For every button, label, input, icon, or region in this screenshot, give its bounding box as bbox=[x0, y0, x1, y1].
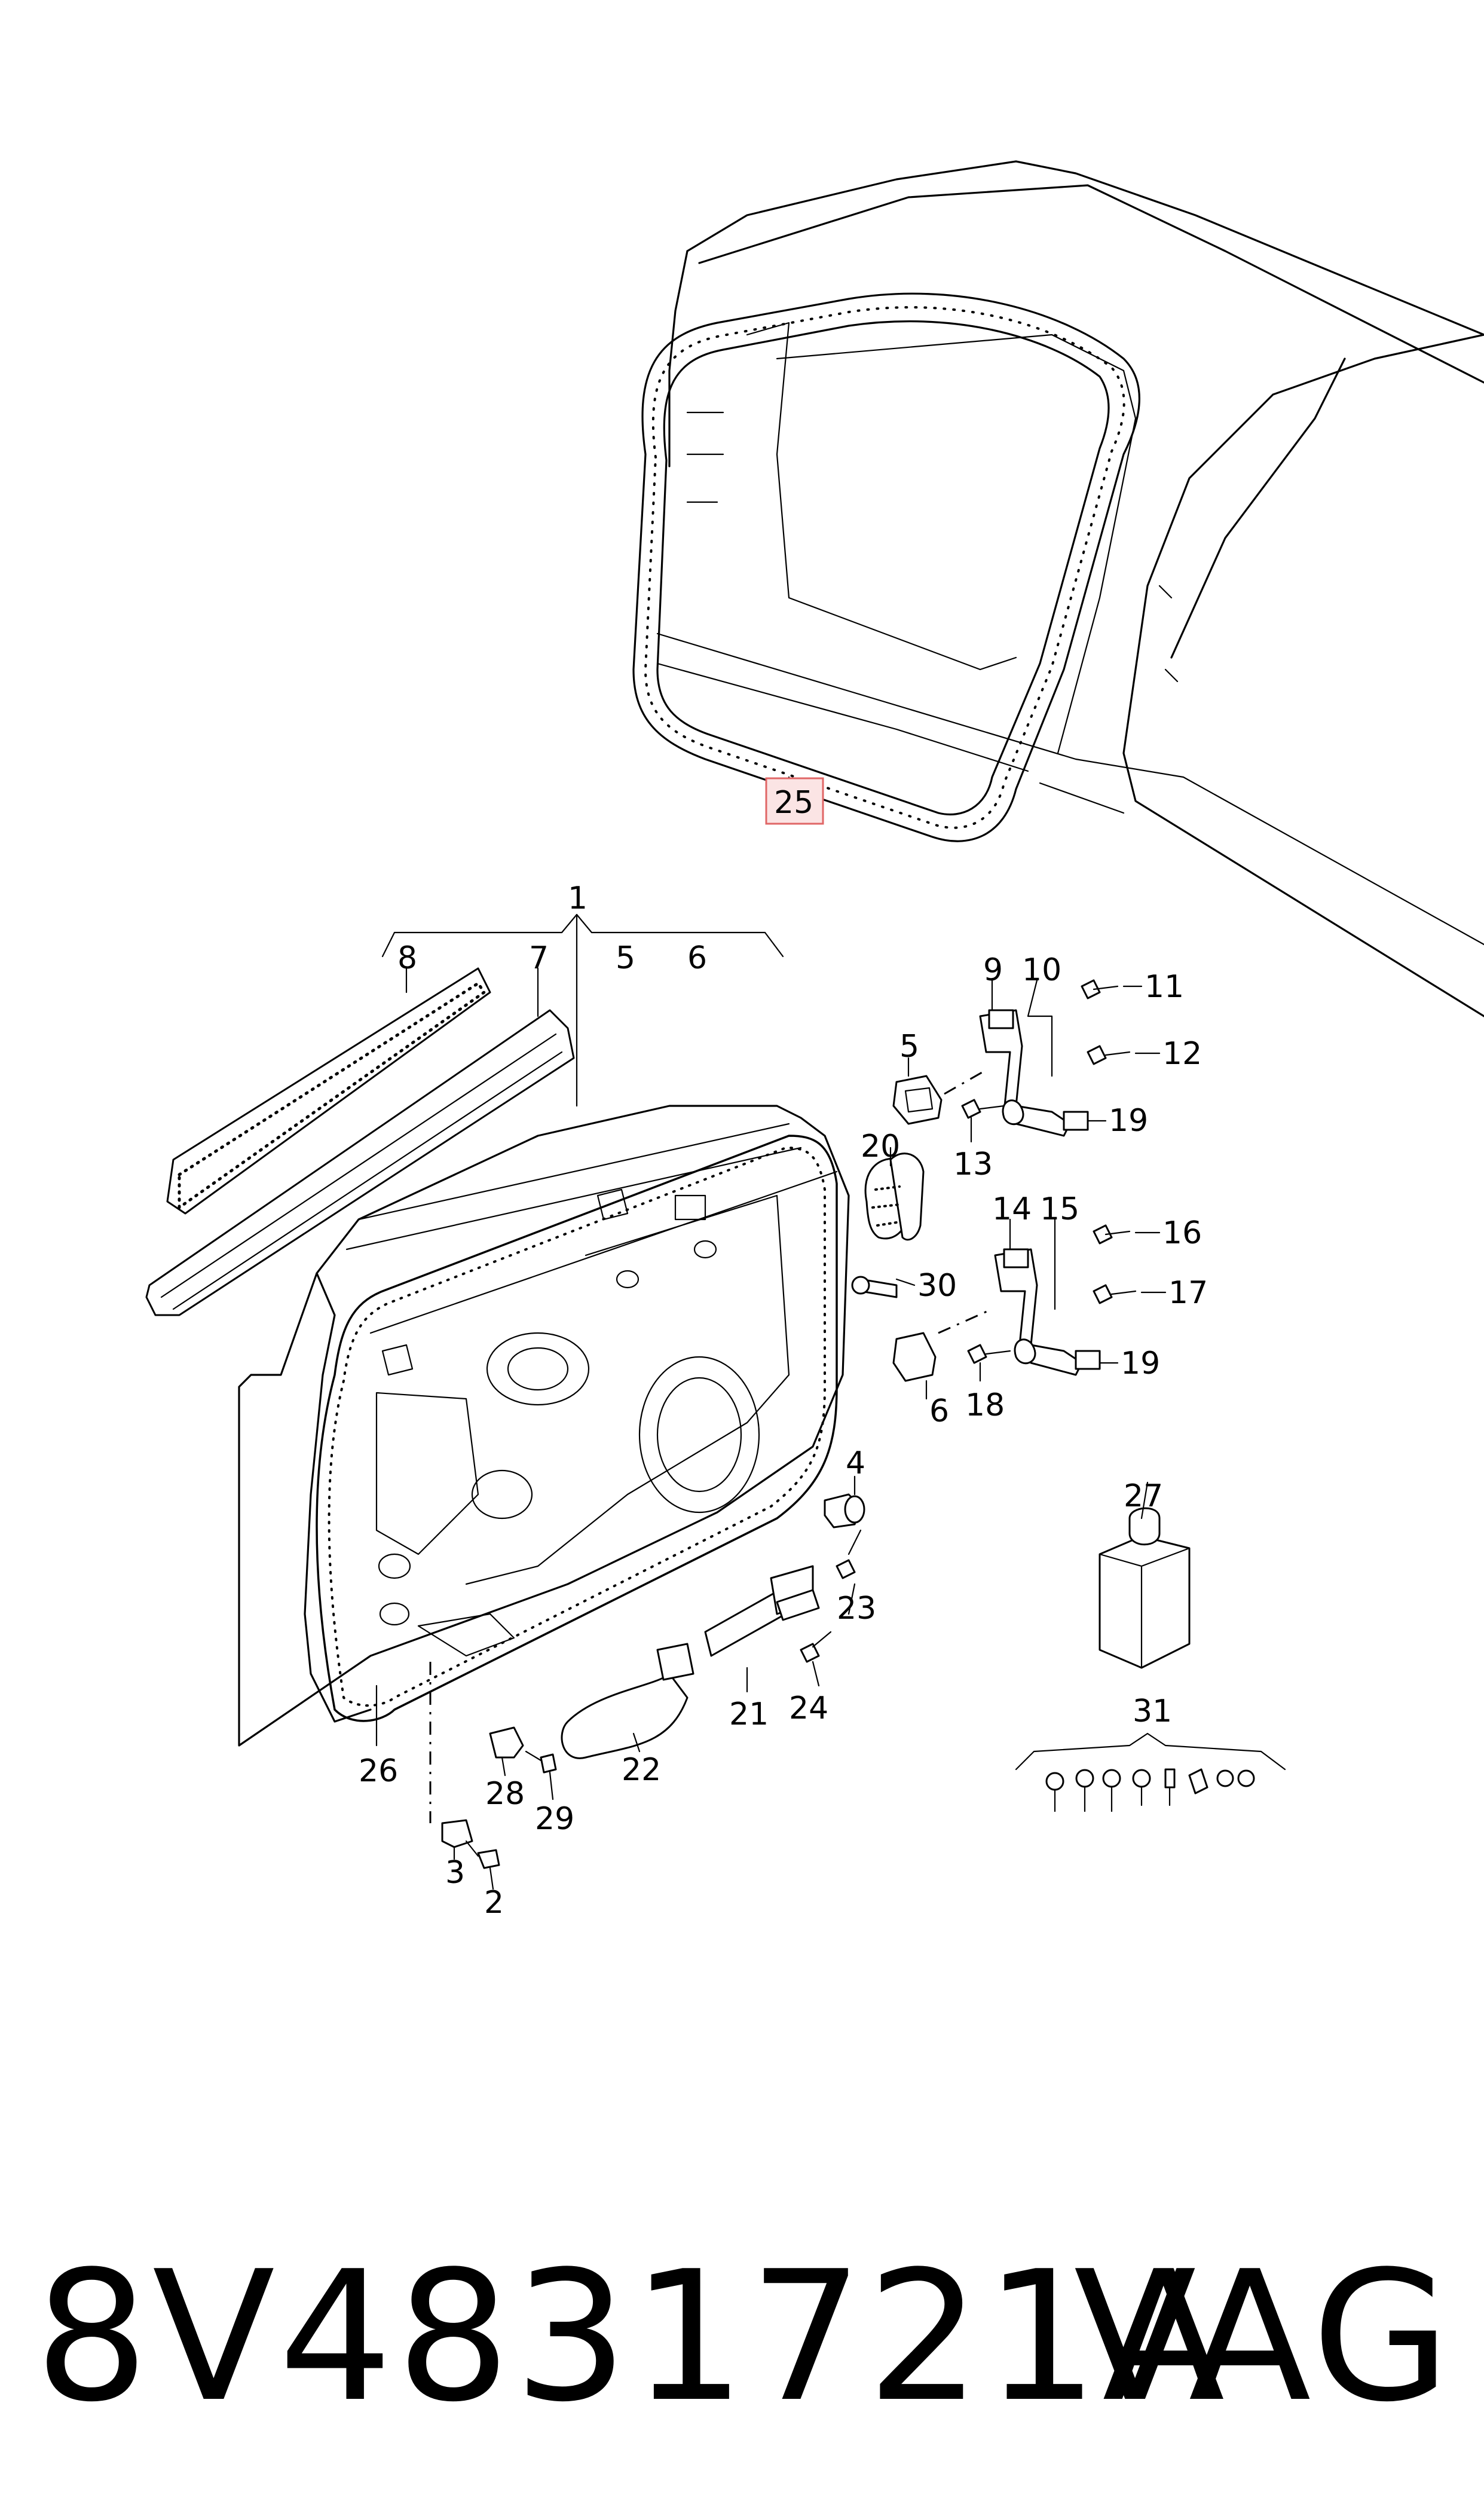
callout-20: 20 bbox=[861, 1129, 900, 1164]
callout-14: 14 bbox=[992, 1191, 1032, 1227]
small-parts-cluster bbox=[824, 1152, 925, 1528]
callout-13: 13 bbox=[953, 1147, 993, 1182]
callout-23: 23 bbox=[837, 1591, 876, 1627]
callout-30: 30 bbox=[917, 1268, 957, 1304]
adhesive-bottle bbox=[1099, 1507, 1191, 1669]
callout-17: 17 bbox=[1168, 1275, 1208, 1311]
parts-diagram: 1 5 6 8 7 9 10 11 12 5 19 13 20 14 15 16… bbox=[145, 160, 1484, 1921]
callout-19-bottom: 19 bbox=[1121, 1346, 1160, 1381]
callout-28: 28 bbox=[485, 1776, 525, 1812]
car-body-side-frame bbox=[656, 160, 1484, 1017]
door-shell bbox=[238, 1105, 850, 1747]
callout-31: 31 bbox=[1133, 1693, 1172, 1729]
upper-hinge-assembly bbox=[892, 979, 1131, 1137]
callout-27: 27 bbox=[1124, 1478, 1163, 1514]
callout-11: 11 bbox=[1145, 969, 1184, 1005]
body-door-seal bbox=[632, 292, 1140, 842]
callout-1: 1 bbox=[568, 881, 588, 916]
leader-lines bbox=[375, 776, 1167, 1890]
door-check-strap bbox=[561, 1529, 862, 1759]
callout-16: 16 bbox=[1162, 1215, 1202, 1251]
callout-25: 25 bbox=[774, 785, 813, 821]
callout-6-top: 6 bbox=[687, 940, 707, 976]
callout-9: 9 bbox=[983, 952, 1003, 988]
callout-5-side: 5 bbox=[899, 1029, 919, 1065]
callout-24: 24 bbox=[789, 1690, 828, 1726]
callout-5-top: 5 bbox=[616, 940, 635, 976]
callout-21: 21 bbox=[729, 1696, 769, 1732]
callout-7: 7 bbox=[529, 940, 549, 976]
callout-29: 29 bbox=[535, 1801, 574, 1837]
callout-3: 3 bbox=[445, 1855, 465, 1891]
callout-15: 15 bbox=[1040, 1191, 1079, 1227]
highlight-box bbox=[765, 777, 824, 825]
callout-22: 22 bbox=[622, 1752, 661, 1788]
callout-4: 4 bbox=[846, 1445, 865, 1481]
fastener-set bbox=[1015, 1732, 1286, 1812]
window-guide-strip-7 bbox=[145, 1009, 575, 1316]
callout-8: 8 bbox=[397, 940, 417, 976]
callout-26: 26 bbox=[359, 1753, 398, 1789]
callout-6-side: 6 bbox=[929, 1393, 949, 1429]
callout-10: 10 bbox=[1022, 952, 1061, 988]
part-number: 8V4831721A bbox=[35, 2233, 1229, 2441]
brand-label: VAG bbox=[1073, 2233, 1454, 2441]
callout-18: 18 bbox=[965, 1387, 1005, 1423]
callout-2: 2 bbox=[484, 1885, 504, 1921]
door-trim-strip-8 bbox=[166, 967, 491, 1215]
callout-12: 12 bbox=[1162, 1036, 1202, 1072]
lower-hinge-assembly bbox=[892, 1224, 1137, 1382]
callout-labels: 1 5 6 8 7 9 10 11 12 5 19 13 20 14 15 16… bbox=[359, 785, 1208, 1921]
callout-19-top: 19 bbox=[1109, 1103, 1148, 1139]
lower-fasteners bbox=[429, 1662, 557, 1869]
